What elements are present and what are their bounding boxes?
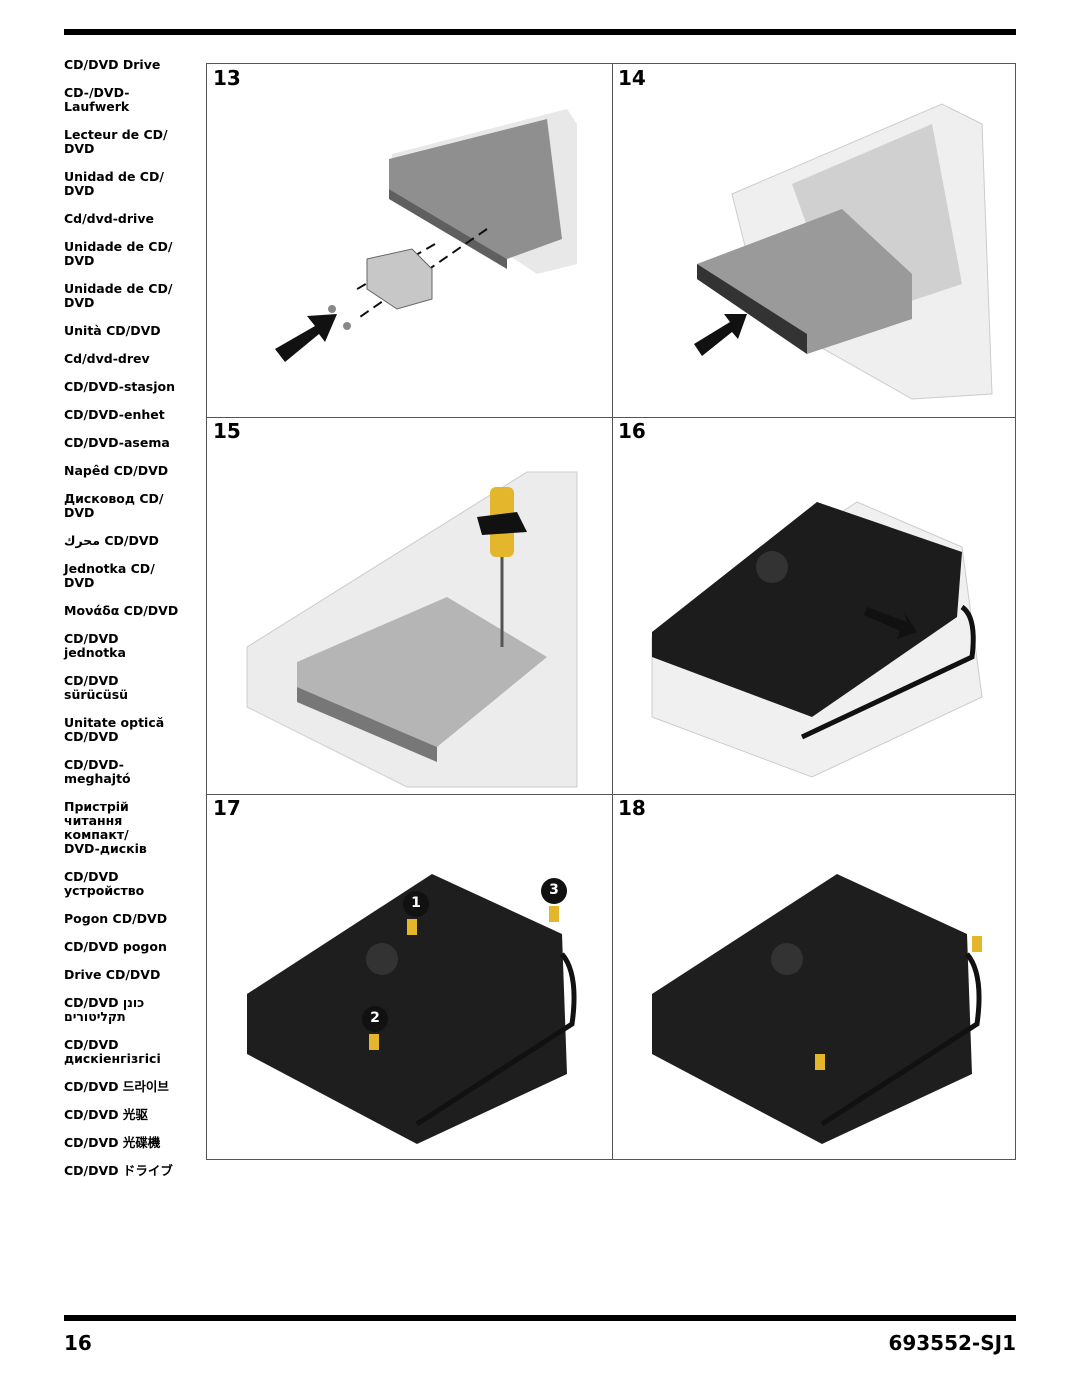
lang-label: Unitate optică CD/DVD — [64, 715, 165, 744]
lang-label: Unidade de CD/ DVD — [64, 281, 173, 310]
lang-label: CD/DVD- meghajtó — [64, 757, 131, 786]
lang-label: CD/DVD jednotka — [64, 631, 126, 660]
lang-label: CD/DVD pogon — [64, 939, 167, 954]
lang-label: CD/DVD 드라이브 — [64, 1079, 169, 1094]
lang-label: Jednotka CD/ DVD — [64, 561, 155, 590]
back-cover-removal-illustration — [651, 501, 983, 778]
callout-1: 1 — [411, 895, 421, 911]
step-number: 15 — [213, 419, 241, 443]
step-13-panel: 13 — [207, 64, 612, 417]
drive-bracket-illustration — [275, 109, 577, 362]
lang-label: Lecteur de CD/ DVD — [64, 127, 168, 156]
step-17-panel: 17 1 2 3 — [207, 794, 612, 1160]
screwdriver-illustration — [246, 471, 578, 788]
grid-divider — [207, 794, 1015, 795]
lang-label: محرك CD/DVD — [64, 533, 159, 548]
lang-label: Drive CD/DVD — [64, 967, 161, 982]
step-number: 14 — [618, 66, 646, 90]
lang-label: Пристрій читання компакт/ DVD-дисків — [64, 799, 147, 856]
grid-divider — [612, 64, 613, 1159]
lang-label: CD/DVD дискіенгізгісі — [64, 1037, 161, 1066]
step-number: 13 — [213, 66, 241, 90]
step-14-panel: 14 — [612, 64, 1017, 417]
lang-label: CD/DVD-stasjon — [64, 379, 176, 394]
step-grid: 13 14 15 16 — [206, 63, 1016, 1160]
lang-label: Napêd CD/DVD — [64, 463, 169, 478]
lang-label: CD/DVD Drive — [64, 57, 161, 72]
grid-divider — [207, 417, 1015, 418]
callout-3: 3 — [549, 882, 559, 898]
step-18-panel: 18 — [612, 794, 1017, 1160]
step-number: 16 — [618, 419, 646, 443]
lang-label: CD/DVD устройство — [64, 869, 145, 898]
step-number: 18 — [618, 796, 646, 820]
lang-label: CD/DVD 光碟機 — [64, 1135, 161, 1150]
lang-label: Μονάδα CD/DVD — [64, 603, 179, 618]
lang-label: Cd/dvd-drev — [64, 351, 150, 366]
language-sidebar: CD/DVD Drive CD-/DVD- Laufwerk Lecteur d… — [64, 58, 204, 1192]
lang-label: CD/DVD כונן תקליטורים — [64, 995, 145, 1024]
lang-label: Unidade de CD/ DVD — [64, 239, 173, 268]
bottom-rule — [64, 1315, 1016, 1321]
lang-label: Cd/dvd-drive — [64, 211, 154, 226]
lang-label: Unidad de CD/ DVD — [64, 169, 164, 198]
step-16-panel: 16 — [612, 417, 1017, 794]
page-number: 16 — [64, 1331, 92, 1355]
lang-label: Дисковод CD/ DVD — [64, 491, 164, 520]
step-15-panel: 15 — [207, 417, 612, 794]
step-number: 17 — [213, 796, 241, 820]
lang-label: Pogon CD/DVD — [64, 911, 168, 926]
lang-label: CD/DVD sürücüsü — [64, 673, 129, 702]
drive-insert-illustration — [694, 103, 993, 400]
lang-label: CD-/DVD- Laufwerk — [64, 85, 130, 114]
lang-label: CD/DVD ドライブ — [64, 1163, 173, 1178]
top-rule — [64, 29, 1016, 35]
screw-replacement-illustration — [652, 874, 982, 1144]
document-id: 693552-SJ1 — [888, 1331, 1016, 1355]
screw-removal-illustration — [247, 874, 577, 1144]
lang-label: CD/DVD-enhet — [64, 407, 165, 422]
lang-label: Unità CD/DVD — [64, 323, 161, 338]
callout-2: 2 — [370, 1010, 380, 1026]
lang-label: CD/DVD 光驱 — [64, 1107, 148, 1122]
lang-label: CD/DVD-asema — [64, 435, 170, 450]
